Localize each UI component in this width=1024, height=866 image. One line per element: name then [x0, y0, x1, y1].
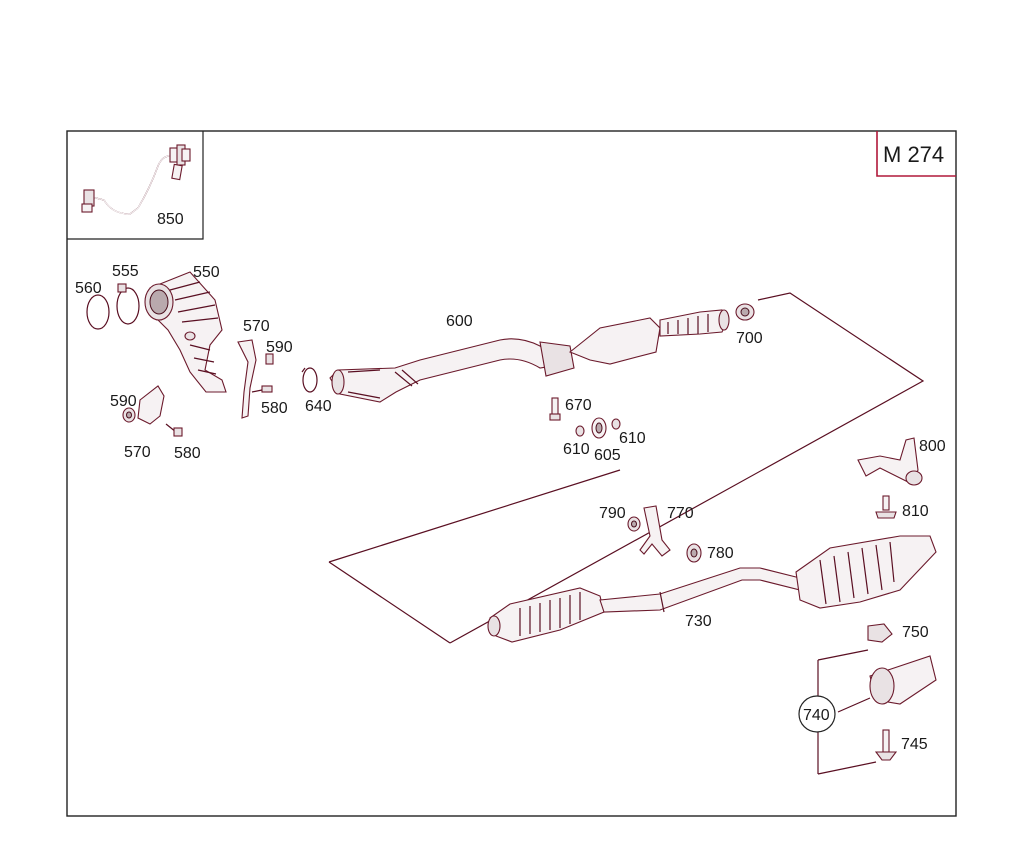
- label-570-upper: 570: [243, 318, 270, 335]
- group-code-box: M 274: [876, 131, 956, 177]
- assembly-leader-line: [449, 292, 925, 644]
- label-590-lower: 590: [110, 393, 137, 410]
- group-circle-740: [798, 695, 836, 733]
- nut-790[interactable]: [627, 516, 641, 532]
- label-570-lower: 570: [124, 444, 151, 461]
- tailpipe-trim-740[interactable]: [869, 655, 937, 705]
- label-730: 730: [685, 613, 712, 630]
- nut-590-lower[interactable]: [122, 407, 136, 423]
- label-610-left: 610: [563, 441, 590, 458]
- washer-610-right[interactable]: [611, 418, 621, 430]
- label-850: 850: [157, 211, 184, 228]
- gasket-ring-560[interactable]: [86, 294, 110, 330]
- clamp-700[interactable]: [735, 303, 755, 321]
- bracket-770[interactable]: [639, 505, 671, 557]
- front-pipe-600[interactable]: [329, 309, 730, 403]
- label-740: 740: [803, 707, 830, 724]
- clamp-555[interactable]: [116, 283, 140, 325]
- bolt-580-lower[interactable]: [165, 423, 183, 437]
- nut-590-upper[interactable]: [265, 353, 274, 365]
- clip-750[interactable]: [867, 623, 893, 643]
- label-780: 780: [707, 545, 734, 562]
- label-800: 800: [919, 438, 946, 455]
- label-810: 810: [902, 503, 929, 520]
- bolt-580-upper[interactable]: [251, 385, 273, 393]
- oxygen-sensor-850[interactable]: [81, 144, 191, 215]
- label-550: 550: [193, 264, 220, 281]
- bolt-810[interactable]: [875, 495, 897, 519]
- label-610-right: 610: [619, 430, 646, 447]
- assembly-leader-line-3: [328, 469, 621, 563]
- label-790: 790: [599, 505, 626, 522]
- bolt-670[interactable]: [549, 397, 561, 421]
- label-640: 640: [305, 398, 332, 415]
- label-590-upper: 590: [266, 339, 293, 356]
- hanger-bracket-800[interactable]: [857, 437, 923, 486]
- label-700: 700: [736, 330, 763, 347]
- label-605: 605: [594, 447, 621, 464]
- assembly-leader-line-2: [328, 561, 451, 644]
- group-code: M 274: [883, 142, 944, 167]
- spring-605[interactable]: [591, 417, 607, 439]
- screw-745[interactable]: [874, 729, 898, 761]
- sensor-inset-box: [67, 131, 204, 240]
- rubber-mount-780[interactable]: [686, 543, 702, 563]
- label-670: 670: [565, 397, 592, 414]
- label-745: 745: [901, 736, 928, 753]
- label-580-lower: 580: [174, 445, 201, 462]
- catalytic-converter-550[interactable]: [144, 271, 227, 393]
- clamp-640[interactable]: [301, 367, 318, 393]
- bracket-570-upper[interactable]: [237, 339, 257, 419]
- label-555: 555: [112, 263, 139, 280]
- label-770: 770: [667, 505, 694, 522]
- diagram-frame: [66, 130, 957, 817]
- rear-muffler-730[interactable]: [487, 535, 937, 643]
- label-750: 750: [902, 624, 929, 641]
- label-560: 560: [75, 280, 102, 297]
- label-580-upper: 580: [261, 400, 288, 417]
- bracket-570-lower[interactable]: [137, 385, 165, 425]
- label-600: 600: [446, 313, 473, 330]
- washer-610-left[interactable]: [575, 425, 585, 437]
